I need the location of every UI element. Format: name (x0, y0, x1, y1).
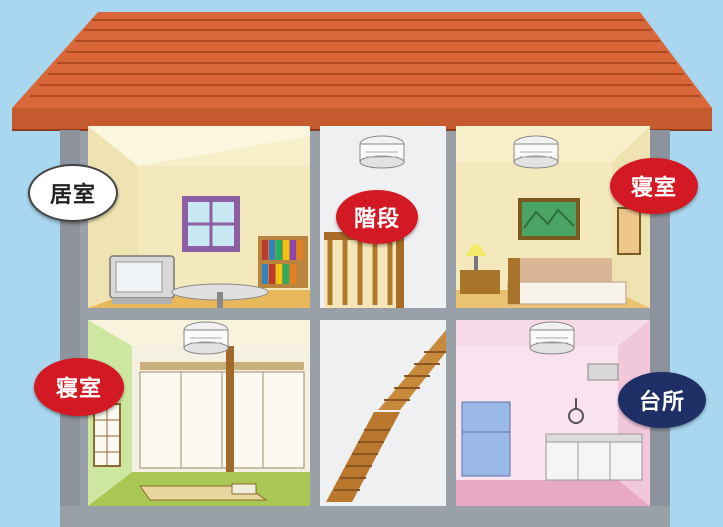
smoke-detector-icon (360, 136, 404, 168)
smoke-detector-icon (184, 322, 228, 354)
bed-icon (508, 258, 626, 304)
bookshelf-icon (258, 236, 308, 288)
label-bedroom-upper: 寝室 (610, 158, 698, 214)
staircase-icon (320, 320, 446, 506)
label-bedroom-lower: 寝室 (34, 358, 124, 416)
smoke-detector-icon (514, 136, 558, 168)
label-living-room: 居室 (28, 164, 118, 222)
refrigerator-icon (462, 402, 510, 476)
smoke-detector-icon (530, 322, 574, 354)
stove-icon (546, 434, 642, 480)
room-living (88, 126, 310, 308)
label-stairs: 階段 (336, 190, 418, 244)
window-icon (182, 196, 240, 252)
label-kitchen: 台所 (618, 372, 706, 428)
sliding-door-icon (140, 346, 304, 472)
television-icon (110, 256, 174, 304)
painting-icon (520, 200, 578, 238)
roof (12, 12, 712, 130)
